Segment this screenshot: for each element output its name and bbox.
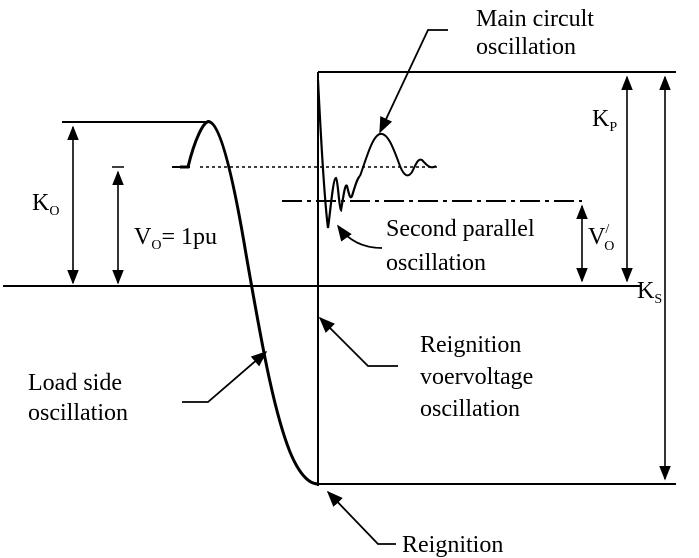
k-p-label: KP [592,106,617,135]
k-o-main: K [32,190,50,216]
k-s-label: KS [637,278,662,307]
k-o-sub: O [49,204,59,219]
v-o-label: VO= 1pu [134,224,217,253]
main-circuit-oscillation-curve [359,132,437,177]
main-circuit-pointer [379,29,448,134]
reignition-label: Reignition [402,532,503,558]
second-parallel-pointer [337,224,383,249]
v-prime-sup: / [605,222,609,237]
main-circuit-label-line1: Main circult [476,6,594,32]
v-prime-main: V [588,224,606,250]
reignition-overvoltage-pointer [318,316,398,367]
v-o-sub: O [151,238,161,253]
reignition-overvoltage-label-line3: oscillation [420,396,520,422]
load-side-label-line1: Load side [28,370,122,396]
reignition-pointer [326,490,396,545]
reignition-overvoltage-label-line2: voervoltage [420,364,533,390]
v-prime-label: V/ O [588,222,614,254]
load-side-oscillation-curve [180,120,319,486]
k-s-sub: S [654,292,662,307]
second-parallel-label-line1: Second parallel [386,216,535,242]
k-p-main: K [592,106,610,132]
second-parallel-label-line2: oscillation [386,250,486,276]
v-prime-sub: O [604,239,614,254]
load-side-pointer [182,350,268,403]
v-o-value: = 1pu [161,224,217,250]
k-s-main: K [637,278,655,304]
load-side-label-line2: oscillation [28,400,128,426]
k-o-label: KO [32,190,59,219]
v-o-main: V [134,224,152,250]
k-p-sub: P [609,120,617,135]
reignition-overvoltage-label-line1: Reignition [420,332,521,358]
reignition-spike [316,79,361,229]
main-circuit-label-line2: oscillation [476,34,576,60]
